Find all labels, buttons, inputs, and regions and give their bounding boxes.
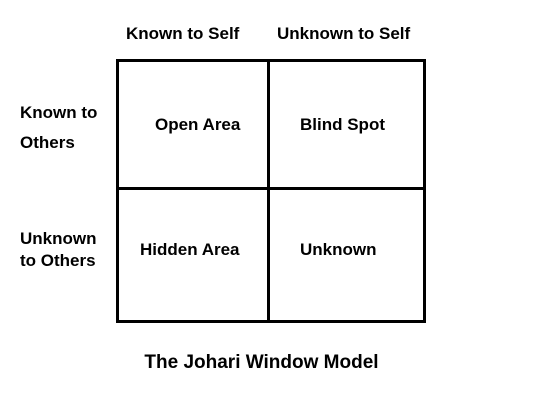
diagram-caption: The Johari Window Model	[144, 352, 379, 373]
quadrant-unknown: Unknown	[300, 240, 377, 259]
grid-horizontal-divider	[116, 187, 423, 190]
row-header-unknown-to-others: Unknown to Others	[20, 228, 97, 272]
row-header-unknown-to-others-line2: to Others	[20, 251, 96, 270]
quadrant-blind-spot: Blind Spot	[300, 115, 385, 134]
column-header-unknown-to-self: Unknown to Self	[277, 24, 411, 43]
row-header-known-to-others-line1: Known to	[20, 103, 98, 122]
row-header-known-to-others-line2: Others	[20, 133, 75, 152]
quadrant-hidden-area: Hidden Area	[140, 240, 240, 259]
column-header-known-to-self: Known to Self	[126, 24, 240, 43]
row-header-unknown-to-others-line1: Unknown	[20, 229, 97, 248]
row-header-known-to-others: Known to Others	[20, 98, 97, 158]
johari-grid	[116, 59, 426, 323]
quadrant-open-area: Open Area	[155, 115, 241, 134]
